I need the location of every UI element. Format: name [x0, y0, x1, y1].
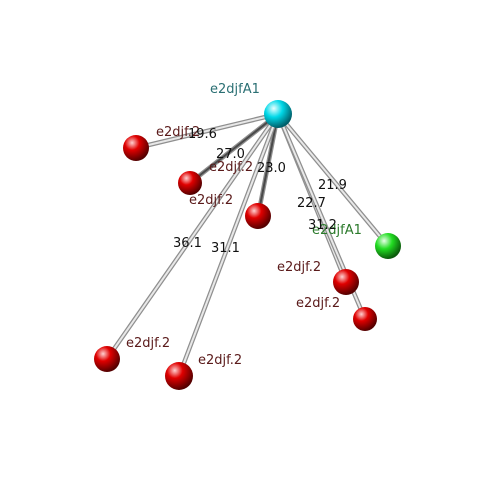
bonds-layer — [104, 111, 391, 379]
bond-n4 — [275, 111, 391, 249]
distance-label-n1: 19.6 — [188, 127, 217, 142]
bond-n2 — [187, 111, 281, 186]
node-label-n1: e2djf.2 — [156, 125, 200, 140]
node-sphere-n2[interactable] — [178, 171, 202, 195]
node-sphere-n8[interactable] — [165, 362, 193, 390]
distance-label-n5: 22.7 — [297, 196, 326, 211]
bond-n7 — [104, 111, 281, 362]
node-label-n2: e2djf.2 — [209, 160, 253, 175]
node-label-n6: e2djf.2 — [296, 296, 340, 311]
node-label-n7: e2djf.2 — [126, 336, 170, 351]
hub-node-label: e2djfA1 — [210, 82, 260, 97]
node-label-n3: e2djf.2 — [189, 193, 233, 208]
hub-node-sphere[interactable] — [264, 100, 292, 128]
bond-n3 — [255, 111, 281, 219]
node-sphere-n5[interactable] — [333, 269, 359, 295]
distance-label-n8: 31.1 — [211, 241, 240, 256]
node-label-n8: e2djf.2 — [198, 353, 242, 368]
node-sphere-n3[interactable] — [245, 203, 271, 229]
distance-label-n3: 23.0 — [257, 161, 286, 176]
distance-label-n7: 36.1 — [173, 236, 202, 251]
node-sphere-n7[interactable] — [94, 346, 120, 372]
labels-layer: e2djfA1 e2djf.2 e2djf.2 e2djf.2 e2djfA1 e2djf… — [126, 82, 362, 368]
node-label-n4: e2djfA1 — [312, 223, 362, 238]
node-label-n5: e2djf.2 — [277, 260, 321, 275]
nodes-layer — [94, 100, 401, 390]
node-sphere-n4[interactable] — [375, 233, 401, 259]
bond-n1 — [133, 111, 281, 151]
node-sphere-n1[interactable] — [123, 135, 149, 161]
distance-label-n2: 27.0 — [216, 147, 245, 162]
distance-label-n4: 21.9 — [318, 178, 347, 193]
distance-label-n6: 31.2 — [308, 218, 337, 233]
node-sphere-n6[interactable] — [353, 307, 377, 331]
bond-n8 — [176, 111, 281, 379]
